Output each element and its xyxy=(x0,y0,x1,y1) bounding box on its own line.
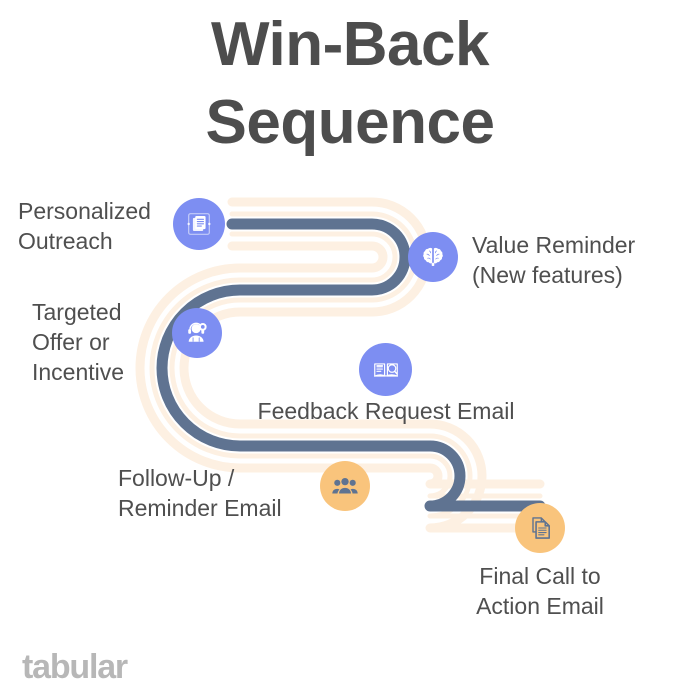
agent-headset-icon xyxy=(183,319,211,347)
step-node-value-reminder[interactable] xyxy=(408,232,458,282)
document-search-icon xyxy=(371,355,401,385)
brand-logo: tabular xyxy=(22,648,128,686)
page-title-line-2: Sequence xyxy=(205,88,495,157)
step-node-personalized-outreach[interactable] xyxy=(173,198,225,250)
step-label-personalized-outreach: Personalized Outreach xyxy=(18,198,151,254)
step-node-final-call-to-action[interactable] xyxy=(515,503,565,553)
document-clipboard-icon xyxy=(184,209,214,239)
people-group-icon xyxy=(331,472,359,500)
page-title-line-1: Win-Back xyxy=(211,10,489,79)
brain-icon xyxy=(420,244,446,270)
step-node-follow-up-reminder[interactable] xyxy=(320,461,370,511)
step-label-value-reminder: Value Reminder (New features) xyxy=(472,232,636,288)
page-title: Win-Back Sequence xyxy=(0,6,700,162)
step-label-feedback-request: Feedback Request Email xyxy=(257,398,515,424)
step-label-final-call-to-action: Final Call to Action Email xyxy=(476,563,604,619)
step-node-feedback-request[interactable] xyxy=(359,343,412,396)
documents-stack-icon xyxy=(526,514,554,542)
step-node-targeted-offer[interactable] xyxy=(172,308,222,358)
step-label-follow-up-reminder: Follow-Up / Reminder Email xyxy=(118,465,282,521)
step-label-targeted-offer: Targeted Offer or Incentive xyxy=(32,299,125,385)
